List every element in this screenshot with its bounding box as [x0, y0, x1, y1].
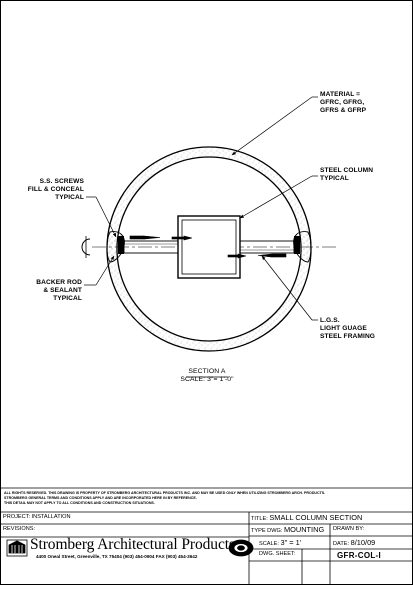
screw-left	[129, 235, 193, 241]
revisions-cell: REVISIONS:	[3, 525, 35, 534]
label-lgs-line-1: L.G.S.	[320, 317, 340, 324]
label-backer-rod-line-1: BACKER ROD	[36, 279, 82, 286]
date-label: DATE:	[333, 541, 350, 547]
title-value: SMALL COLUMN SECTION	[269, 513, 363, 522]
label-steel-column-line-2: TYPICAL	[320, 175, 349, 182]
section-title-text: SECTION A	[188, 368, 226, 375]
label-material-line-2: GFRC, GFRG,	[320, 99, 365, 106]
disclaimer-line-3: THIS DETAIL MAY NOT APPLY TO ALL CONDITI…	[4, 501, 155, 505]
date-cell: DATE: 8/10/09	[333, 538, 375, 549]
centerline-icon	[81, 236, 91, 258]
plate-right	[294, 236, 300, 254]
dwg-sheet-cell: DWG. SHEET:	[259, 550, 295, 559]
label-screws-line-3: TYPICAL	[55, 194, 84, 201]
label-screws-line-2: FILL & CONCEAL	[27, 186, 84, 193]
label-screws-line-1: S.S. SCREWS	[39, 178, 84, 185]
title-label: TITLE:	[251, 516, 268, 522]
plate-left	[118, 236, 124, 254]
label-material-line-3: GFRS & GFRP	[320, 107, 367, 114]
label-material: MATERIAL = GFRC, GFRG, GFRS & GFRP	[320, 91, 366, 115]
revisions-label: REVISIONS:	[3, 526, 36, 532]
type-label: TYPE DWG:	[251, 528, 283, 534]
type-cell: TYPE DWG: MOUNTING	[251, 525, 324, 536]
steel-column	[177, 215, 241, 279]
scale-cell: SCALE: 3" = 1'	[259, 538, 301, 549]
label-lgs-line-3: STEEL FRAMING	[320, 333, 376, 340]
label-lgs-line-2: LIGHT GUAGE	[320, 325, 367, 332]
date-value: 8/10/09	[350, 538, 376, 547]
disclaimer-line-1: ALL RIGHTS RESERVED. THIS DRAWING IS PRO…	[4, 491, 326, 495]
company-name: Stromberg Architectural Products	[30, 536, 235, 553]
type-value: MOUNTING	[283, 525, 325, 534]
label-material-line-1: MATERIAL =	[320, 91, 361, 98]
label-backer-rod-line-2: & SEALANT	[43, 287, 82, 294]
label-steel-column: STEEL COLUMN TYPICAL	[320, 167, 373, 183]
logo-emblem-left	[6, 539, 28, 557]
screw-right	[227, 253, 287, 259]
label-steel-column-line-1: STEEL COLUMN	[320, 167, 374, 174]
dwg-sheet-value: GFR-COL-I	[337, 551, 382, 560]
section-title: SECTION A SCALE: 3"= 1'-0"	[170, 368, 244, 384]
label-backer-rod-line-3: TYPICAL	[53, 295, 82, 302]
disclaimer-line-2: STROMBERG GENERAL TERMS AND CONDITIONS A…	[4, 496, 197, 500]
centerline-symbol: CL	[79, 236, 95, 262]
project-label: PROJECT:	[3, 514, 31, 520]
drawn-by-cell: DRAWN BY:	[333, 525, 364, 534]
dwg-sheet-label: DWG. SHEET:	[259, 551, 296, 557]
scale-label: SCALE:	[259, 541, 279, 547]
title-cell: TITLE: SMALL COLUMN SECTION	[251, 513, 362, 524]
leader-material	[231, 96, 313, 156]
drawn-by-label: DRAWN BY:	[333, 526, 365, 532]
label-lgs: L.G.S. LIGHT GUAGE STEEL FRAMING	[320, 317, 375, 341]
company-address: 4400 Oneal Street, Greenville, TX 75404 …	[36, 554, 198, 559]
project-cell: PROJECT: INSTALLATION	[3, 513, 71, 522]
scale-value: 3" = 1'	[280, 538, 302, 547]
label-backer-rod: BACKER ROD & SEALANT TYPICAL	[2, 279, 82, 303]
project-value: INSTALLATION	[31, 514, 71, 520]
section-scale-text: SCALE: 3"= 1'-0"	[180, 376, 234, 383]
logo-emblem-right	[228, 539, 254, 557]
label-screws: S.S. SCREWS FILL & CONCEAL TYPICAL	[2, 178, 84, 202]
